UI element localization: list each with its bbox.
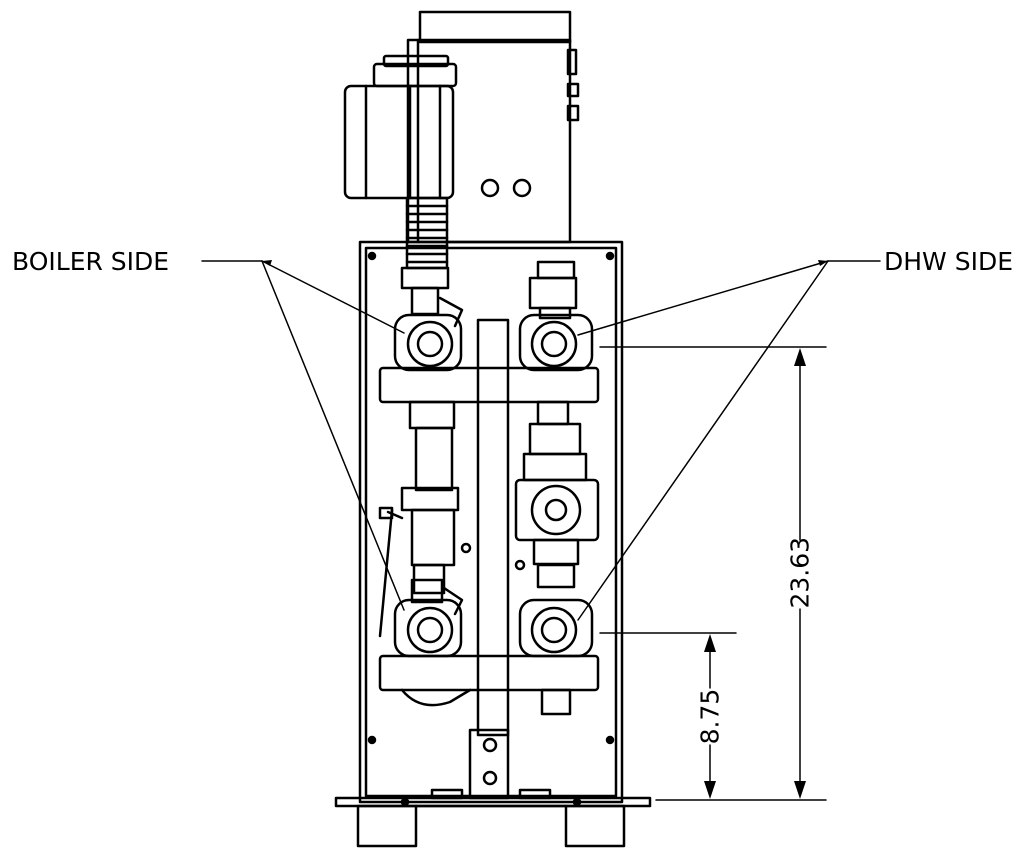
dhw-side-label: DHW SIDE bbox=[884, 247, 1014, 276]
control-box bbox=[406, 10, 580, 244]
dimension-arrowheads bbox=[704, 348, 806, 799]
leader-arrowheads bbox=[262, 260, 828, 266]
lower-bracket bbox=[378, 654, 600, 692]
upper-bracket bbox=[378, 366, 600, 404]
dimension-lower-height: 8.75 bbox=[695, 688, 725, 745]
leader-lines bbox=[201, 260, 881, 621]
boiler-side-label: BOILER SIDE bbox=[12, 247, 170, 276]
boiler-upper-ball-valve bbox=[393, 266, 464, 372]
dhw-lower-ball-valve bbox=[518, 563, 594, 716]
dimension-overall-height: 23.63 bbox=[785, 536, 815, 609]
valve-actuator bbox=[343, 54, 458, 270]
base-stand bbox=[334, 788, 652, 848]
back-panel bbox=[358, 240, 624, 804]
center-support-post bbox=[468, 318, 510, 800]
dhw-upper-ball-valve bbox=[518, 260, 594, 372]
dhw-circulator-pump bbox=[514, 400, 600, 566]
boiler-lower-ball-valve bbox=[393, 578, 472, 707]
